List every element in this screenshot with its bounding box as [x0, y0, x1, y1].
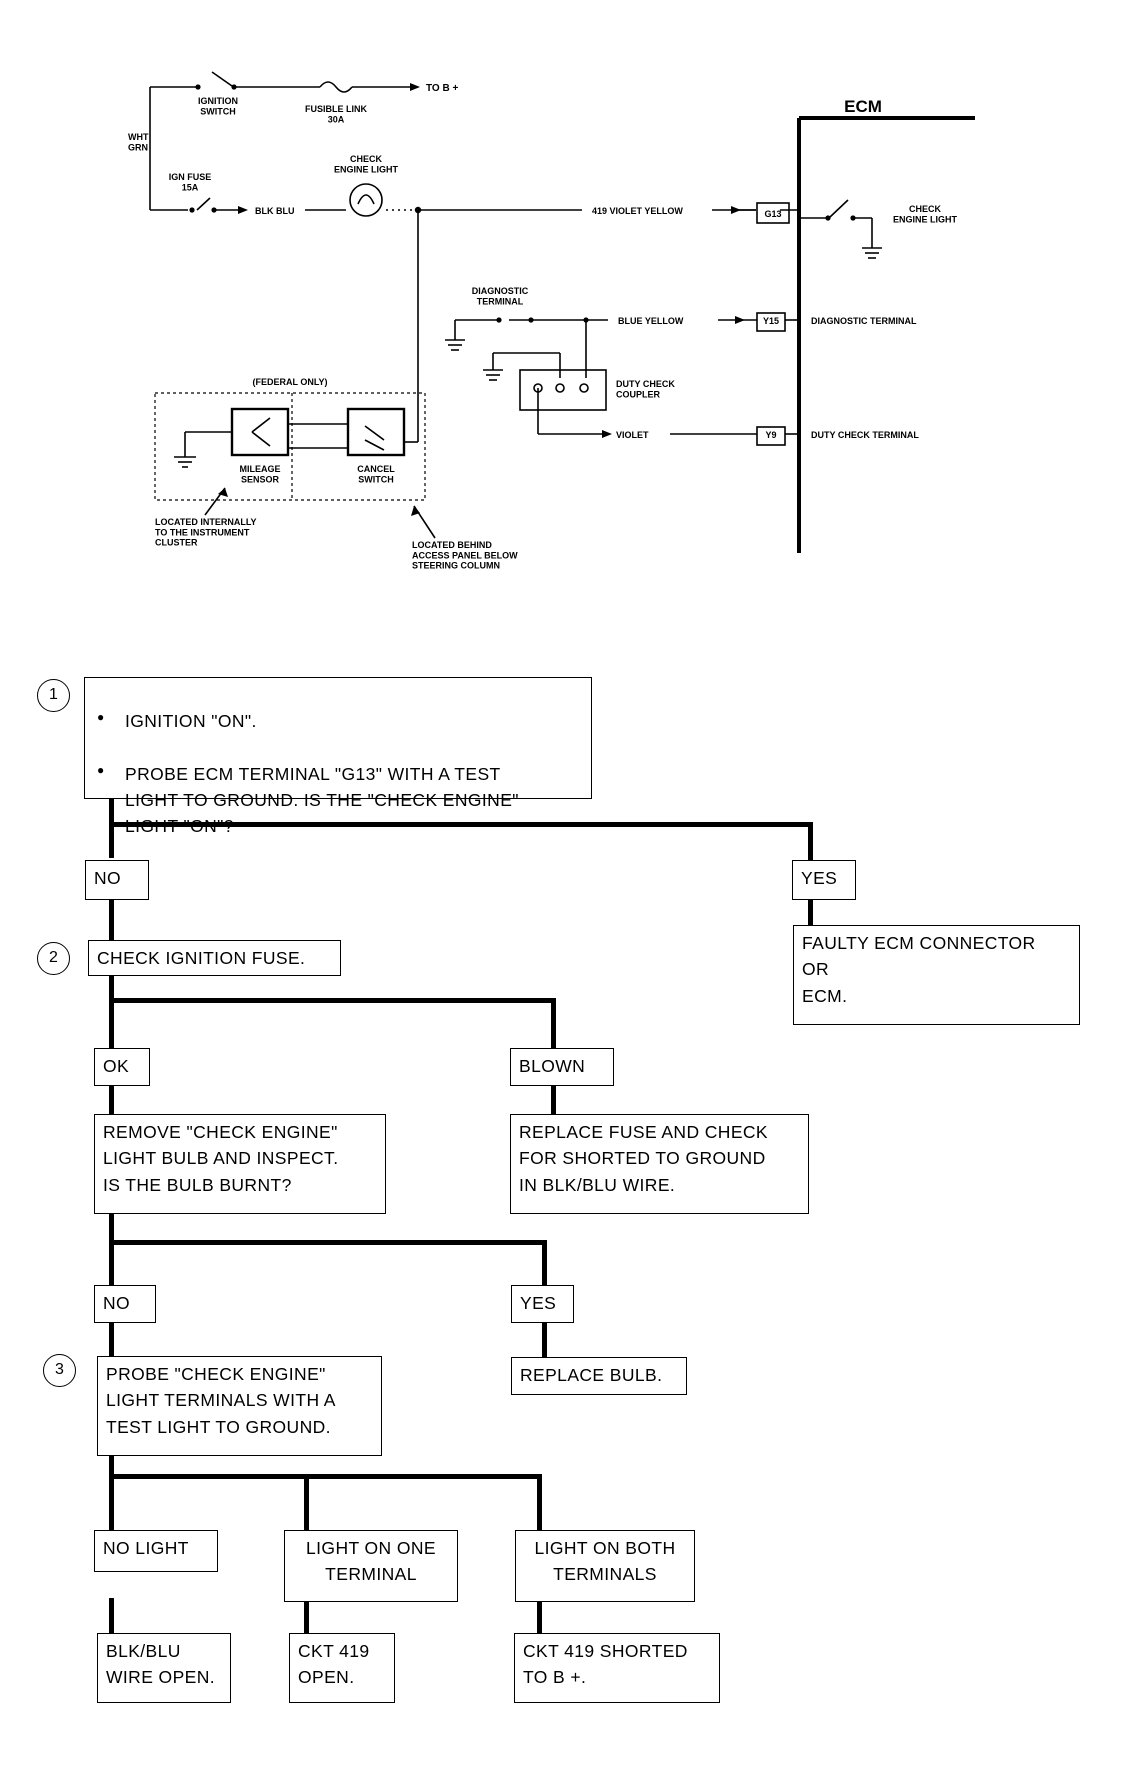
connector: [109, 998, 556, 1003]
light-on-both-terminals-label: LIGHT ON BOTH TERMINALS: [515, 1530, 695, 1602]
connector: [304, 1474, 309, 1554]
wire-blue-yellow-label: BLUE YELLOW: [618, 316, 684, 326]
federal-only-label: (FEDERAL ONLY): [252, 377, 327, 387]
ckt-419-shorted-result: CKT 419 SHORTED TO B +.: [514, 1633, 720, 1703]
q1-item-ignition-on: IGNITION "ON".: [95, 708, 583, 734]
light-on-one-terminal-label: LIGHT ON ONE TERMINAL: [284, 1530, 458, 1602]
connector: [551, 1082, 556, 1114]
ecm-label: ECM: [844, 97, 882, 116]
step-2-marker: 2: [37, 942, 70, 975]
question-1-box: IGNITION "ON". PROBE ECM TERMINAL "G13" …: [84, 677, 592, 836]
connector: [109, 893, 114, 945]
ckt-419-open-result: CKT 419 OPEN.: [289, 1633, 395, 1703]
q1-item-probe-g13: PROBE ECM TERMINAL "G13" WITH A TEST LIG…: [95, 761, 583, 840]
connector: [109, 1212, 114, 1286]
check-ignition-fuse-box: CHECK IGNITION FUSE.: [88, 940, 341, 976]
faulty-ecm-result: FAULTY ECM CONNECTOR OR ECM.: [793, 925, 1080, 1025]
replace-fuse-box: REPLACE FUSE AND CHECK FOR SHORTED TO GR…: [510, 1114, 809, 1214]
connector: [109, 1085, 114, 1117]
to-b-plus-label: TO B +: [426, 83, 458, 94]
ok-label: OK: [94, 1048, 150, 1086]
blk-blu-label: BLK BLU: [255, 206, 295, 216]
no-1-label: NO: [85, 860, 149, 900]
connector: [109, 1415, 114, 1555]
step-3-marker: 3: [43, 1354, 76, 1387]
step-1-marker: 1: [37, 679, 70, 712]
ecm-diagnostic-terminal-label: DIAGNOSTIC TERMINAL: [811, 316, 917, 326]
connector: [808, 895, 813, 925]
yes-2-label: YES: [511, 1285, 574, 1323]
blk-blu-wire-open-result: BLK/BLU WIRE OPEN.: [97, 1633, 231, 1703]
wire-violet-label: VIOLET: [616, 430, 649, 440]
wire-419-label: 419 VIOLET YELLOW: [592, 206, 683, 216]
pin-g13: G13: [764, 209, 781, 219]
remove-bulb-box: REMOVE "CHECK ENGINE" LIGHT BULB AND INS…: [94, 1114, 386, 1214]
pin-y9: Y9: [765, 430, 776, 440]
replace-bulb-box: REPLACE BULB.: [511, 1357, 687, 1395]
yes-1-label: YES: [792, 860, 856, 900]
connector: [109, 1474, 542, 1479]
connector: [109, 1240, 547, 1245]
connector: [551, 998, 556, 1050]
pin-y15: Y15: [763, 316, 779, 326]
ecm-duty-check-terminal-label: DUTY CHECK TERMINAL: [811, 430, 919, 440]
connector: [542, 1322, 547, 1358]
connector: [109, 1322, 114, 1358]
connector: [808, 822, 813, 860]
connector: [542, 1240, 547, 1286]
probe-terminals-box: PROBE "CHECK ENGINE" LIGHT TERMINALS WIT…: [97, 1356, 382, 1456]
no-light-label: NO LIGHT: [94, 1530, 218, 1572]
connector: [537, 1474, 542, 1554]
blown-label: BLOWN: [510, 1048, 614, 1086]
no-2-label: NO: [94, 1285, 156, 1323]
connector: [109, 972, 114, 1052]
